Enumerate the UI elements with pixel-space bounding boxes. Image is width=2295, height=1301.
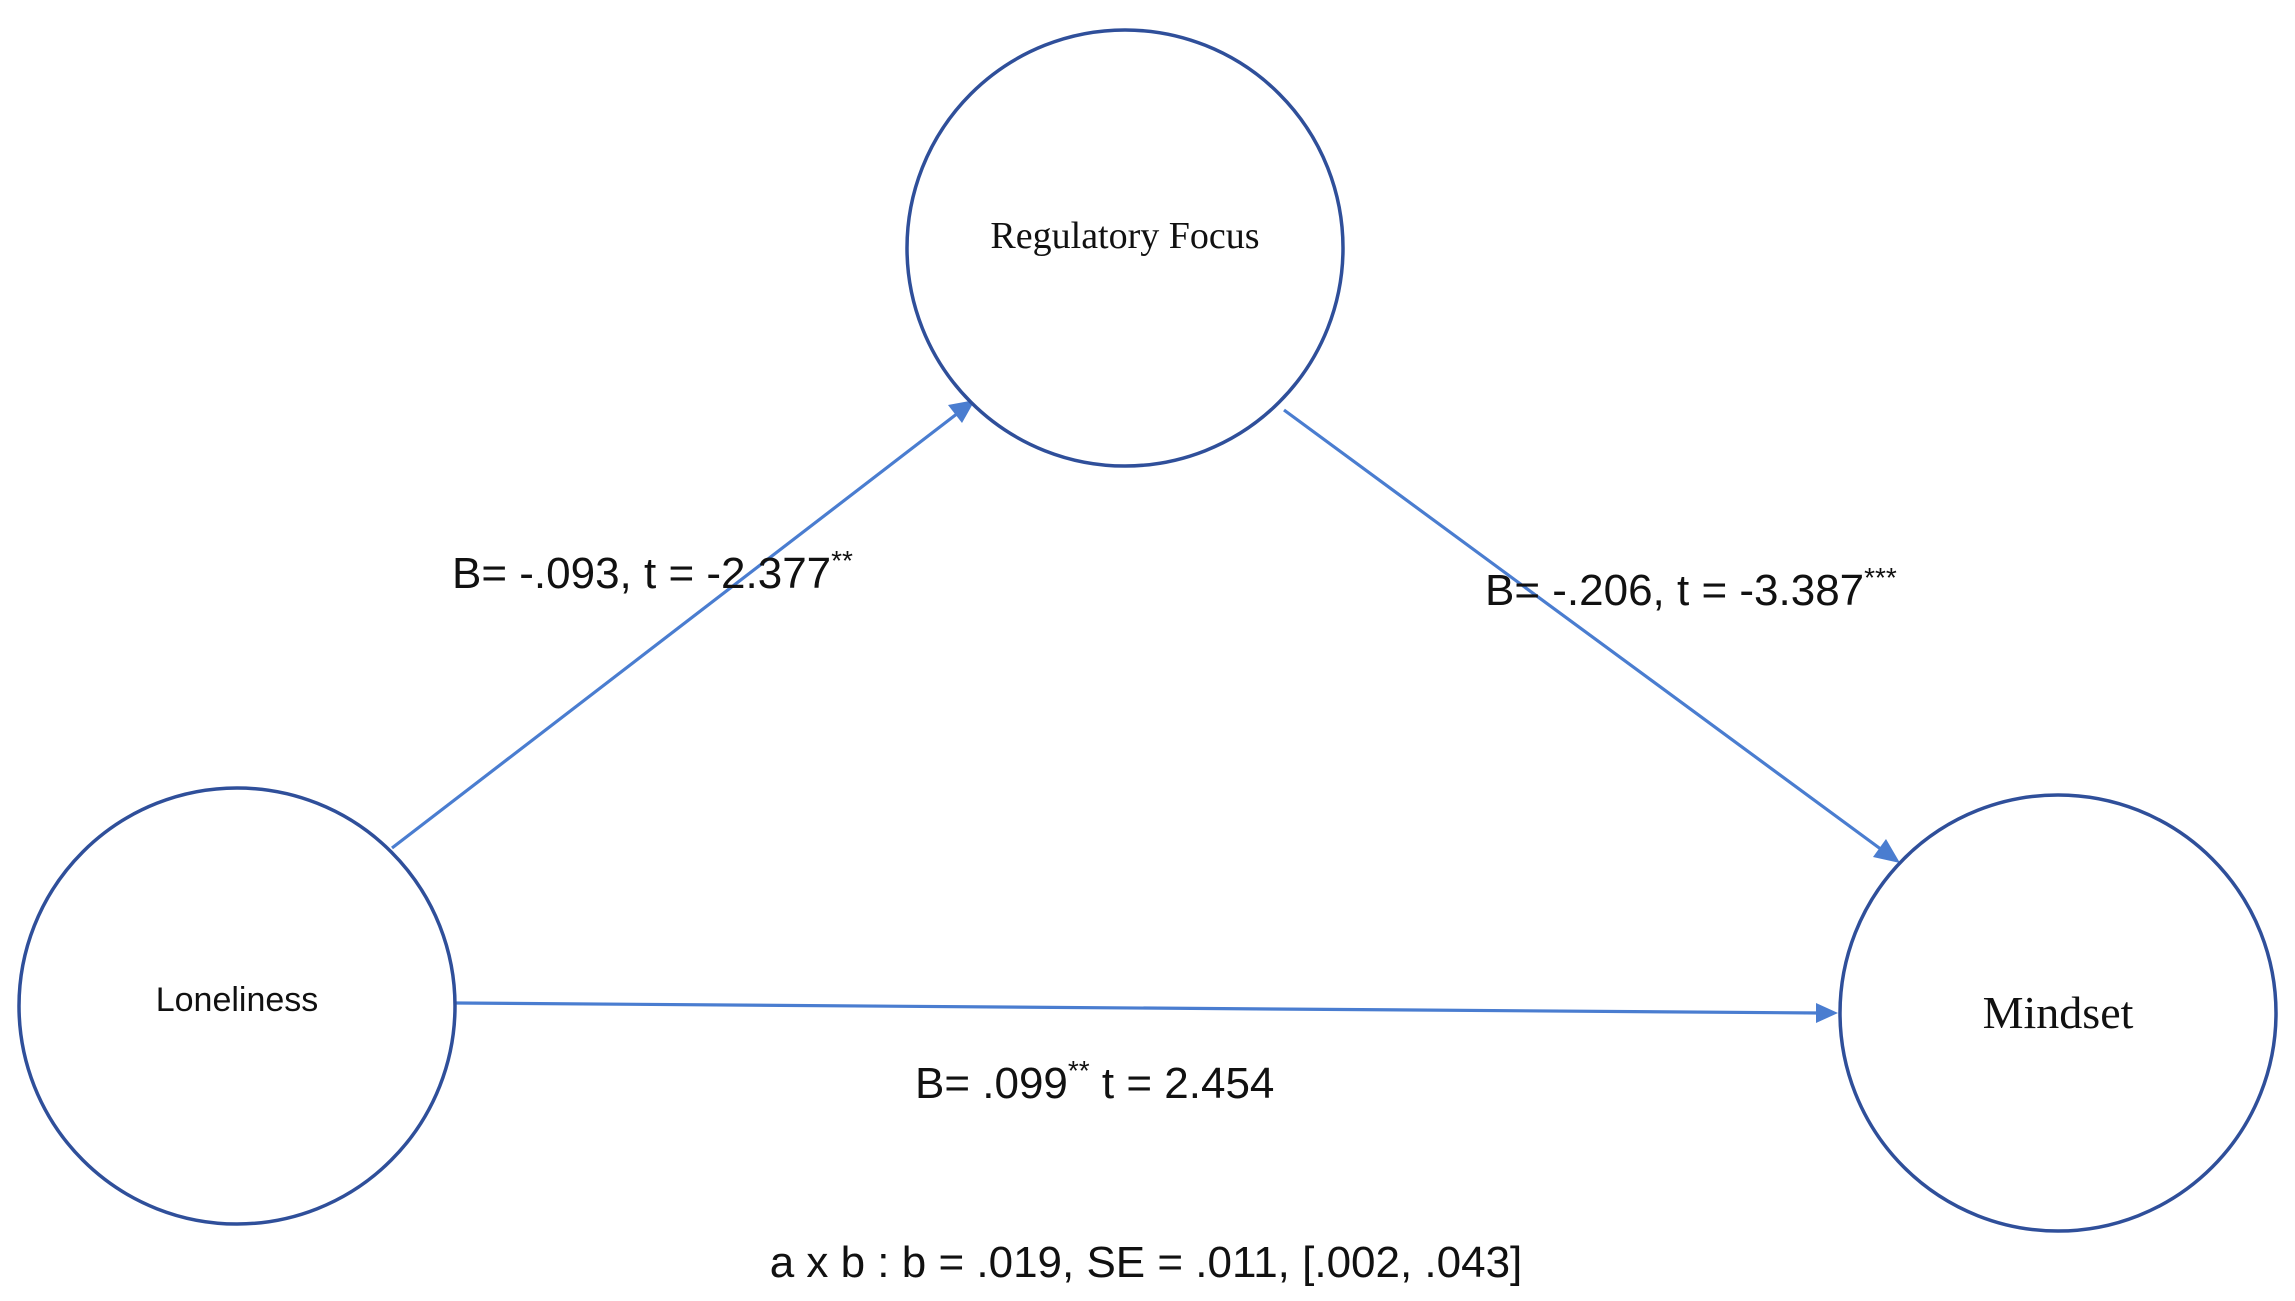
arrow-head-focus (948, 400, 975, 423)
node-circle (905, 28, 1345, 468)
arrow-head-mindset-top (1873, 839, 1900, 863)
significance-stars: ** (1068, 1055, 1090, 1086)
node-circle (1838, 793, 2278, 1233)
edge-label-part2: t = 2.454 (1090, 1059, 1275, 1108)
edge-label-loneliness-to-mindset: B= .099** t = 2.454 (915, 1055, 1274, 1108)
edge-label-loneliness-to-focus: B= -.093, t = -2.377** (452, 545, 853, 598)
edge-label-main: B= -.093, t = -2.377 (452, 549, 831, 598)
arrow-head-mindset-direct (1816, 1003, 1838, 1023)
significance-stars: ** (831, 545, 853, 576)
node-label: Mindset (1983, 987, 2134, 1038)
edge-label-part1: B= .099 (915, 1059, 1068, 1108)
edge-loneliness-to-focus (391, 411, 959, 850)
node-loneliness: Loneliness (17, 786, 457, 1226)
significance-stars: *** (1864, 562, 1897, 593)
edge-label-main: B= -.206, t = -3.387 (1485, 566, 1864, 615)
node-regulatory-focus: Regulatory Focus (905, 28, 1345, 468)
node-circle (17, 786, 457, 1226)
edge-focus-to-mindset (1283, 408, 1883, 852)
edges (391, 400, 1900, 1023)
node-label: Regulatory Focus (990, 215, 1259, 257)
node-label: Loneliness (156, 981, 319, 1019)
edge-loneliness-to-mindset (455, 1001, 1821, 1015)
indirect-effect-label: a x b : b = .019, SE = .011, [.002, .043… (770, 1238, 1523, 1287)
edge-label-focus-to-mindset: B= -.206, t = -3.387*** (1485, 562, 1897, 615)
node-mindset: Mindset (1838, 793, 2278, 1233)
